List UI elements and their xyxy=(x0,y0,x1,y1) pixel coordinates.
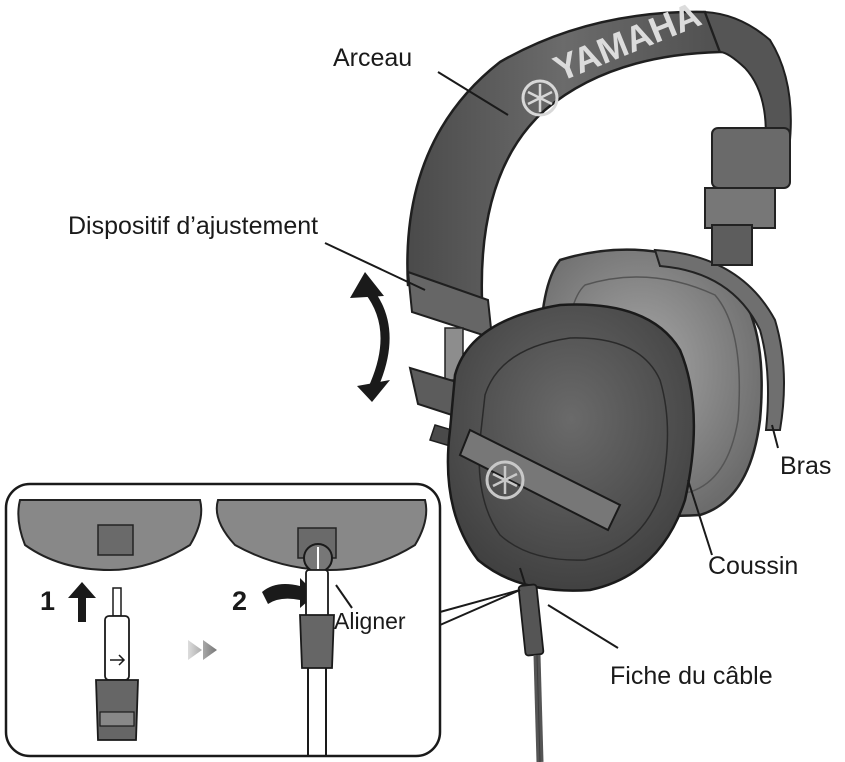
step1-up-arrow-icon xyxy=(68,582,96,622)
label-cable-plug: Fiche du câble xyxy=(610,662,773,690)
left-earcup xyxy=(446,303,696,592)
adjust-arrow-icon xyxy=(350,272,390,402)
label-align: Aligner xyxy=(334,608,406,634)
label-cushion: Coussin xyxy=(708,552,799,580)
label-adjuster: Dispositif d’ajustement xyxy=(68,212,319,240)
cable xyxy=(517,567,545,762)
connection-inset xyxy=(4,482,521,758)
step2-rotate-arrow-icon xyxy=(262,578,316,608)
step-number-2: 2 xyxy=(232,586,248,616)
earcup-logo-icon xyxy=(485,460,525,500)
step-number-1: 1 xyxy=(40,586,56,616)
leader-lines xyxy=(324,71,779,649)
label-headband: Arceau xyxy=(333,44,413,72)
next-step-chevrons-icon xyxy=(188,640,217,660)
right-hinge xyxy=(704,127,791,266)
label-arm: Bras xyxy=(780,452,832,480)
yamaha-logo-icon xyxy=(521,79,559,117)
